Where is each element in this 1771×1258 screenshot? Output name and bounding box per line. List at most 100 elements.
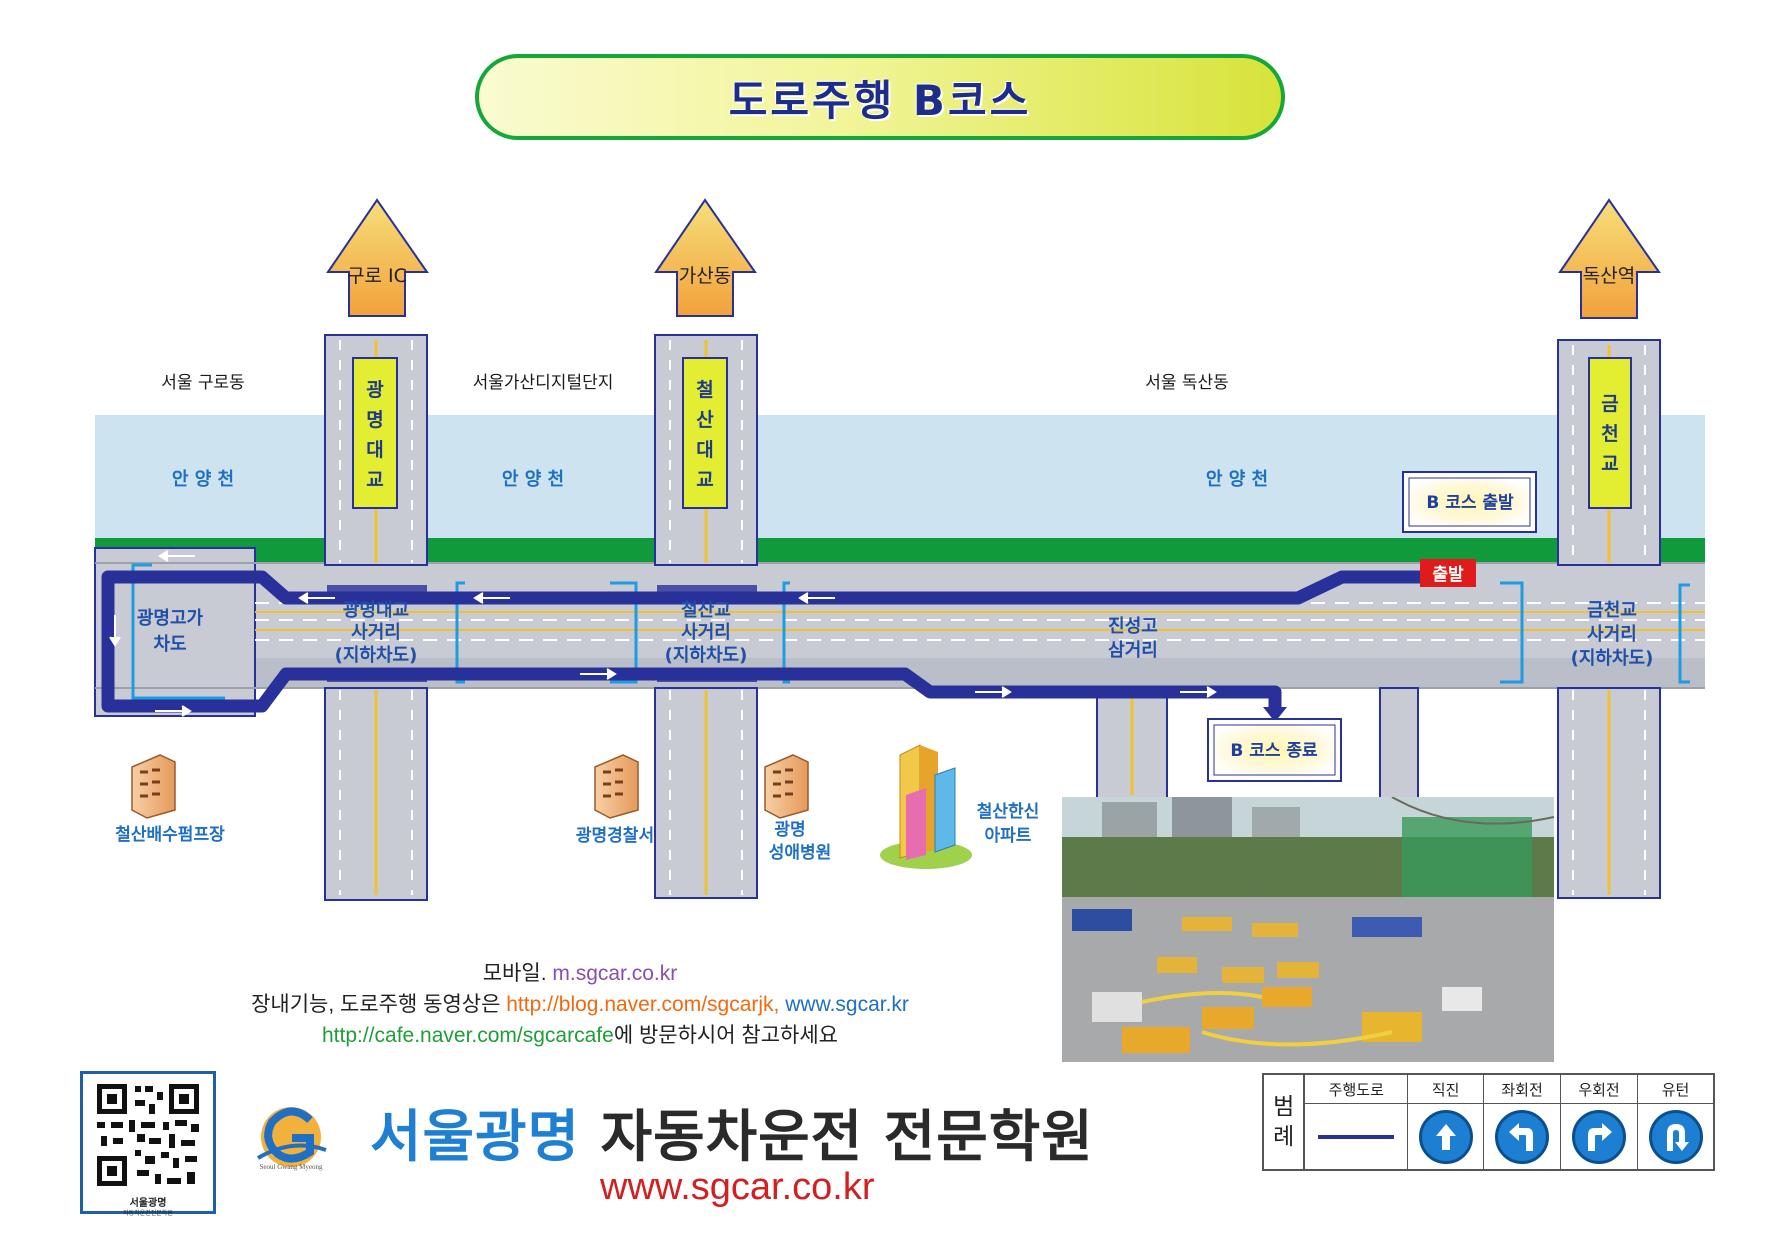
school-name-part1: 서울광명	[370, 1105, 581, 1170]
route-direction-arrows	[109, 550, 1217, 717]
intersection-label-jinseong: 진성고 삼거리	[1108, 616, 1158, 661]
qr-code-icon	[97, 1084, 199, 1186]
intersection-label-cheolsan: 철산교 사거리 (지하차도)	[665, 600, 748, 666]
school-logo-icon	[256, 1107, 327, 1167]
svg-text:사거리: 사거리	[1587, 624, 1637, 645]
video-line: 장내기능, 도로주행 동영상은 http://blog.naver.com/sg…	[140, 989, 1020, 1020]
road-south-cheolsan	[654, 687, 758, 899]
svg-text:교: 교	[1601, 453, 1618, 475]
legend: 범 례 주행도로 직진 좌회전 우회전 유턴	[1262, 1073, 1715, 1171]
svg-text:(지하차도): (지하차도)	[1571, 648, 1654, 669]
course-end-box: B 코스 종료	[1207, 718, 1342, 782]
road-south-jinseong	[1096, 687, 1168, 799]
bridge-sign-cheolsan: 철 산 대 교	[682, 357, 728, 509]
svg-text:(지하차도): (지하차도)	[335, 645, 418, 666]
road-south-geumcheon	[1379, 687, 1661, 899]
river-label-1: 안 양 천	[172, 469, 234, 490]
arrow-gasan: 가산동	[654, 198, 757, 317]
arrow-guro-ic: 구로 IC	[326, 198, 429, 317]
cafe-url-link[interactable]: http://cafe.naver.com/sgcarcafe	[321, 1024, 614, 1047]
apartment-icon	[880, 744, 972, 869]
right-turn-icon	[1572, 1109, 1627, 1164]
course-start-box: B 코스 출발	[1402, 471, 1537, 533]
svg-text:교: 교	[696, 469, 713, 491]
driving-course-photo	[1062, 797, 1554, 1062]
landmark-label-apartment-2: 아파트	[985, 826, 1032, 846]
svg-text:삼거리: 삼거리	[1108, 640, 1158, 661]
blog-url-link[interactable]: http://blog.naver.com/sgcarjk,	[506, 993, 780, 1016]
svg-text:교: 교	[366, 469, 383, 491]
svg-text:광명고가: 광명고가	[137, 608, 204, 629]
svg-text:대: 대	[696, 439, 713, 461]
area-label-gasan: 서울가산디지털단지	[473, 373, 614, 393]
qr-code-box[interactable]	[80, 1071, 216, 1214]
course-route	[101, 570, 1420, 713]
area-label-guro: 서울 구로동	[161, 373, 245, 393]
landmark-label-pump: 철산배수펌프장	[115, 825, 225, 845]
legend-col-uturn: 유턴	[1638, 1075, 1713, 1169]
site-url-link-blue[interactable]: www.sgcar.kr	[785, 993, 909, 1016]
svg-text:명: 명	[366, 409, 383, 431]
school-name-part2: 자동차운전 전문학원	[600, 1105, 1094, 1170]
legend-col-route: 주행도로	[1305, 1075, 1409, 1169]
arrow-label-gasan: 가산동	[679, 265, 731, 287]
area-label-doksan: 서울 독산동	[1145, 373, 1229, 393]
svg-text:천: 천	[1601, 423, 1618, 445]
info-text: 모바일. m.sgcar.co.kr 장내기능, 도로주행 동영상은 http:…	[140, 958, 1020, 1051]
road-south-gwangmyeong	[324, 687, 428, 901]
mobile-line: 모바일. m.sgcar.co.kr	[140, 958, 1020, 989]
river-label-2: 안 양 천	[502, 469, 564, 490]
landmark-label-hospital-2: 성애병원	[769, 843, 832, 863]
arrow-doksan-station: 독산역	[1558, 198, 1661, 319]
svg-text:대: 대	[366, 439, 383, 461]
qr-subcaption: 자동차운전전문학원	[123, 1210, 173, 1217]
course-end-arrowhead	[1263, 707, 1287, 722]
school-name: 서울광명 자동차운전 전문학원	[370, 1092, 1094, 1173]
legend-title: 범 례	[1264, 1075, 1306, 1169]
building-icon-pump	[131, 754, 176, 819]
straight-arrow-icon	[1418, 1109, 1473, 1164]
river-label-3: 안 양 천	[1206, 469, 1268, 490]
building-icon-hospital	[764, 754, 809, 819]
logo-caption: Seoul Gwang Myeong	[259, 1163, 323, 1171]
mobile-url-link[interactable]: m.sgcar.co.kr	[552, 962, 678, 985]
building-icon-police	[594, 754, 639, 819]
landmark-label-police: 광명경찰서	[576, 826, 654, 846]
svg-text:사거리: 사거리	[681, 622, 731, 643]
video-label: 장내기능, 도로주행 동영상은	[251, 993, 501, 1016]
route-line-sample	[1318, 1134, 1395, 1139]
landmark-label-apartment-1: 철산한신	[977, 802, 1040, 822]
start-marker: 출발	[1420, 559, 1476, 587]
svg-text:금: 금	[1601, 393, 1618, 415]
legend-head-right: 우회전	[1561, 1075, 1638, 1104]
svg-text:산: 산	[696, 409, 714, 431]
left-turn-icon	[1495, 1109, 1550, 1164]
cafe-line: http://cafe.naver.com/sgcarcafe에 방문하시어 참…	[140, 1020, 1020, 1051]
svg-text:(지하차도): (지하차도)	[665, 645, 748, 666]
stop-lines	[131, 563, 1690, 700]
intersection-label-overpass: 광명고가 차도	[137, 608, 204, 655]
legend-head-straight: 직진	[1408, 1075, 1484, 1104]
legend-head-route: 주행도로	[1305, 1075, 1408, 1104]
legend-col-left: 좌회전	[1484, 1075, 1562, 1169]
arrow-label-doksan: 독산역	[1583, 265, 1635, 287]
svg-text:진성고: 진성고	[1108, 616, 1158, 637]
legend-head-left: 좌회전	[1484, 1075, 1561, 1104]
landmark-label-hospital-1: 광명	[774, 820, 805, 840]
school-url-link[interactable]: www.sgcar.co.kr	[600, 1166, 875, 1208]
svg-text:철: 철	[696, 379, 713, 401]
intersection-label-gwangmyeong: 광명대교 사거리 (지하차도)	[335, 600, 418, 666]
svg-text:출발: 출발	[1432, 565, 1464, 585]
arrow-label-guro: 구로 IC	[347, 265, 407, 287]
main-road	[94, 547, 1705, 717]
svg-text:금천교: 금천교	[1587, 600, 1637, 621]
u-turn-icon	[1648, 1109, 1703, 1164]
svg-text:사거리: 사거리	[351, 622, 401, 643]
title-banner: 도로주행 B코스	[475, 54, 1285, 140]
svg-text:차도: 차도	[153, 634, 186, 655]
legend-head-uturn: 유턴	[1638, 1075, 1713, 1104]
svg-text:광: 광	[366, 379, 384, 401]
mobile-label: 모바일.	[482, 962, 547, 985]
cafe-suffix: 에 방문하시어 참고하세요	[613, 1024, 839, 1047]
